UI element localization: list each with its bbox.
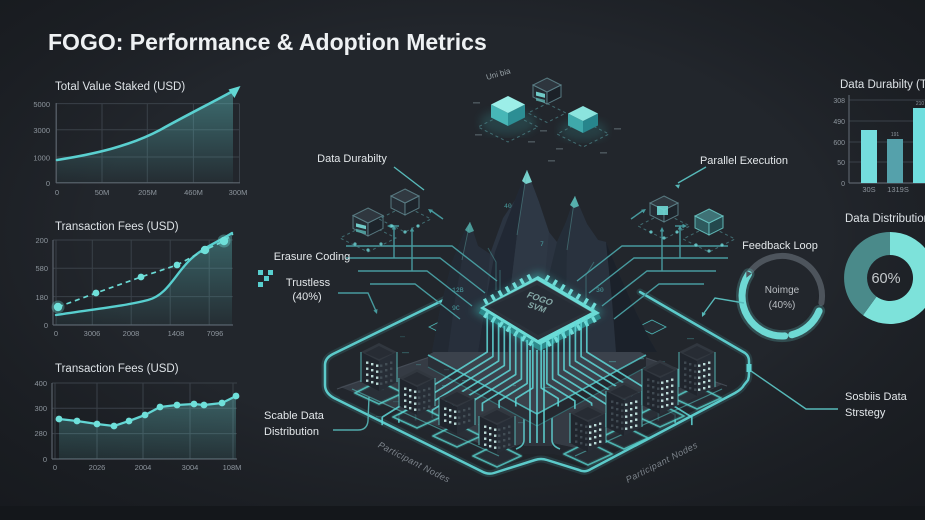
- svg-text:1408: 1408: [168, 329, 185, 338]
- svg-text:280: 280: [34, 429, 47, 438]
- svg-text:7: 7: [540, 241, 544, 248]
- svg-text:7096: 7096: [207, 329, 224, 338]
- svg-text:9C: 9C: [452, 305, 460, 312]
- svg-text:180: 180: [35, 293, 48, 302]
- svg-text:60%: 60%: [871, 271, 900, 287]
- svg-text:2004: 2004: [135, 463, 152, 472]
- svg-text:Feedback Loop: Feedback Loop: [742, 240, 818, 252]
- svg-text:460M: 460M: [184, 188, 203, 197]
- svg-text:FOGO: Performance & Adoption M: FOGO: Performance & Adoption Metrics: [48, 29, 487, 55]
- svg-text:3004: 3004: [182, 463, 199, 472]
- svg-text:300: 300: [34, 404, 47, 413]
- svg-text:200: 200: [35, 236, 48, 245]
- svg-text:0: 0: [54, 329, 58, 338]
- svg-text:40: 40: [504, 203, 512, 210]
- svg-text:Transaction Fees (USD): Transaction Fees (USD): [55, 363, 179, 375]
- svg-text:490: 490: [833, 119, 845, 126]
- svg-text:Erasure Coding: Erasure Coding: [274, 251, 350, 263]
- svg-text:300M: 300M: [229, 188, 248, 197]
- svg-text:5000: 5000: [33, 100, 50, 109]
- svg-text:(40%): (40%): [769, 300, 796, 311]
- svg-text:Strstegy: Strstegy: [845, 407, 886, 419]
- svg-text:2008: 2008: [123, 329, 140, 338]
- svg-text:30: 30: [596, 287, 604, 294]
- svg-text:600: 600: [833, 140, 845, 147]
- svg-text:400: 400: [34, 379, 47, 388]
- svg-text:205M: 205M: [138, 188, 157, 197]
- svg-text:Total Value Staked (USD): Total Value Staked (USD): [55, 81, 185, 93]
- svg-text:Transaction Fees (USD): Transaction Fees (USD): [55, 221, 179, 233]
- svg-text:Noimge: Noimge: [765, 285, 800, 296]
- svg-text:0: 0: [46, 179, 50, 188]
- svg-text:50: 50: [837, 160, 845, 167]
- svg-text:(40%): (40%): [292, 291, 321, 303]
- svg-text:Data Durabilty (T: Data Durabilty (T: [840, 79, 925, 91]
- svg-text:0: 0: [44, 321, 48, 330]
- svg-text:1000: 1000: [33, 154, 50, 163]
- svg-text:108M: 108M: [223, 463, 242, 472]
- svg-text:0: 0: [55, 188, 59, 197]
- svg-text:308: 308: [833, 98, 845, 105]
- svg-text:Distribution: Distribution: [264, 426, 319, 438]
- svg-text:50M: 50M: [95, 188, 110, 197]
- svg-text:Data Durabilty: Data Durabilty: [317, 153, 387, 165]
- svg-text:Parallel Execution: Parallel Execution: [700, 155, 788, 167]
- svg-text:0: 0: [43, 455, 47, 464]
- svg-text:12B: 12B: [452, 287, 464, 294]
- svg-text:210: 210: [916, 101, 925, 107]
- svg-text:Trustless: Trustless: [286, 277, 331, 289]
- svg-text:580: 580: [35, 264, 48, 273]
- svg-text:3000: 3000: [33, 126, 50, 135]
- svg-text:30S: 30S: [862, 185, 875, 194]
- svg-text:Sosbiis Data: Sosbiis Data: [845, 391, 908, 403]
- svg-text:191: 191: [891, 132, 900, 138]
- svg-text:Scable Data: Scable Data: [264, 410, 325, 422]
- svg-text:1319S: 1319S: [887, 185, 909, 194]
- svg-text:0: 0: [841, 181, 845, 188]
- svg-text:3006: 3006: [84, 329, 101, 338]
- svg-text:2026: 2026: [89, 463, 106, 472]
- svg-text:0: 0: [53, 463, 57, 472]
- svg-text:Data Distribution: Data Distribution: [845, 213, 925, 225]
